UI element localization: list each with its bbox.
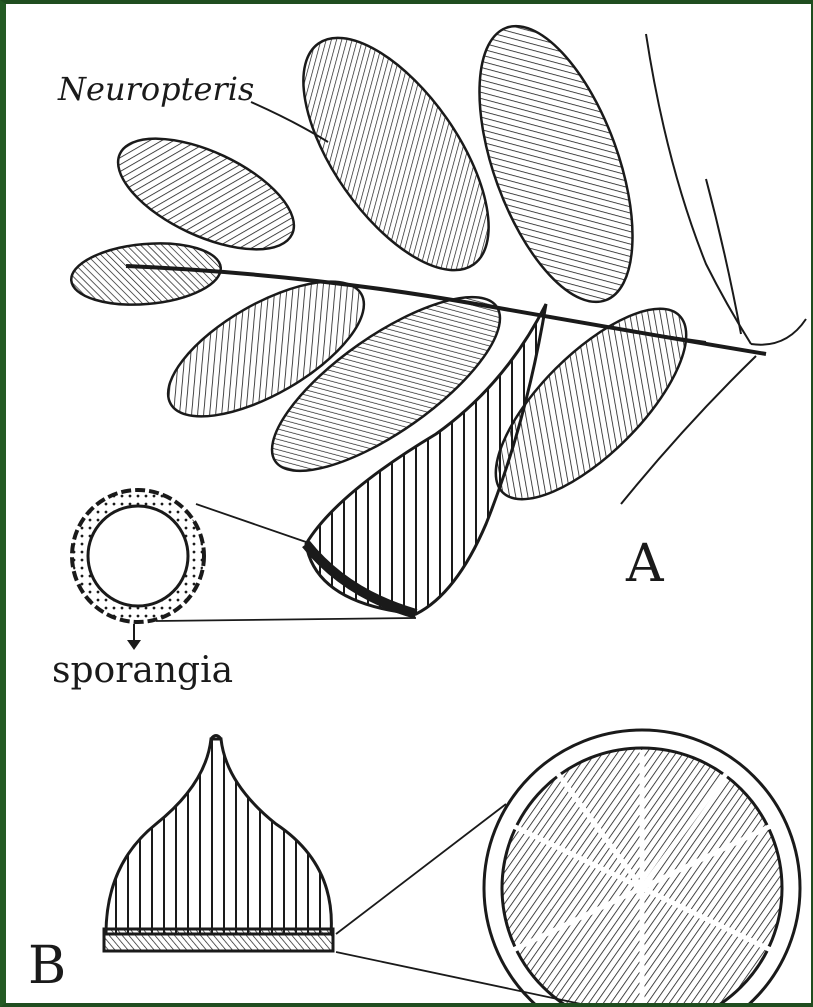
illustration: Neuropteris sporangia A B bbox=[6, 4, 811, 1003]
part-a-label: A bbox=[626, 534, 664, 594]
leader-ring-top bbox=[196, 504, 306, 542]
pinnule-5 bbox=[448, 7, 664, 322]
pinnule-2 bbox=[69, 238, 224, 311]
stem-right-3 bbox=[751, 319, 806, 345]
seed-b bbox=[104, 736, 333, 952]
leader-ring-bottom bbox=[156, 618, 416, 621]
leader-b-top bbox=[336, 804, 506, 934]
botanical-drawing bbox=[6, 4, 811, 1003]
genus-label: Neuropteris bbox=[58, 70, 254, 108]
part-b-label: B bbox=[28, 936, 66, 996]
stem-right-1 bbox=[646, 34, 751, 344]
arrow-sporangia bbox=[127, 640, 141, 650]
stem-right-2 bbox=[706, 179, 741, 334]
sporangia-label: sporangia bbox=[52, 650, 233, 691]
sporangia-ring bbox=[72, 490, 204, 622]
seed-b-cross-section bbox=[484, 730, 800, 1003]
